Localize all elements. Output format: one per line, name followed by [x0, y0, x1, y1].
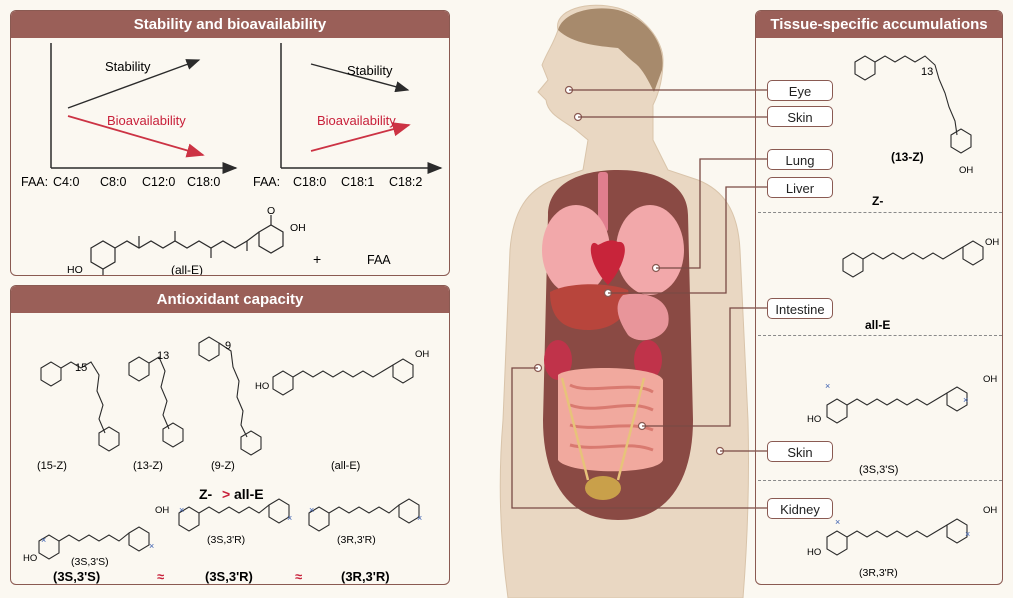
atom-oh-tissue3: OH [983, 374, 997, 385]
section-divider-3 [758, 480, 1002, 481]
antioxidant-structures: × × × × × × 15 13 9 OH HO (15-Z) (13-Z) … [23, 336, 429, 584]
stereo1-small-label: (3S,3'S) [71, 556, 109, 568]
stability-panel-title: Stability and bioavailability [11, 11, 449, 38]
comparison-symbol: > [222, 486, 230, 502]
approx-2: ≈ [295, 569, 302, 584]
left-tick-c8: C8:0 [100, 175, 126, 189]
svg-text:×: × [963, 395, 968, 405]
section-divider-1 [758, 212, 1002, 213]
tissue-panel: Tissue-specific accumulations [755, 10, 1003, 585]
organ-label-eye: Eye [767, 80, 833, 101]
tissue-3s3s-label: (3S,3'S) [859, 464, 898, 476]
human-body-illustration [499, 4, 750, 598]
right-tick-c18-1: C18:1 [341, 175, 374, 189]
atom-ho-tissue3: HO [807, 414, 821, 425]
stability-panel: Stability and bioavailability Stability … [10, 10, 450, 276]
left-stability-label: Stability [105, 59, 151, 74]
atom-oh-alle: OH [415, 349, 429, 360]
svg-text:×: × [825, 381, 830, 391]
atom-ho-left: HO [67, 264, 83, 276]
atom-oh-right: OH [290, 222, 306, 234]
organ-label-kidney: Kidney [767, 498, 833, 519]
organ-label-skin-lower: Skin [767, 441, 833, 462]
tissue-panel-title: Tissue-specific accumulations [756, 11, 1002, 38]
plus-sign: + [313, 251, 321, 267]
stereo2-small-label: (3S,3'R) [207, 534, 245, 546]
stereo3-small-label: (3R,3'R) [337, 534, 376, 546]
tissue-structures: × × × × 13 OH OH OH HO OH HO (13-Z) Z- a… [807, 55, 999, 579]
all-e-molecule-label: (all-E) [171, 263, 203, 276]
svg-text:×: × [835, 517, 840, 527]
organ-label-liver: Liver [767, 177, 833, 198]
section-divider-2 [758, 335, 1002, 336]
atom-oh-tissue4: OH [983, 505, 997, 516]
tissue-13z-label: (13-Z) [891, 150, 924, 164]
isomer-13z-label: (13-Z) [133, 460, 163, 472]
antioxidant-panel-title: Antioxidant capacity [11, 286, 449, 313]
stability-graphs: Stability Bioavailability FAA: C4:0 C8:0… [21, 43, 443, 276]
approx-1: ≈ [157, 569, 164, 584]
isomer-9z-number: 9 [225, 340, 231, 352]
right-stability-label: Stability [347, 63, 393, 78]
svg-text:×: × [179, 505, 184, 515]
right-stability-arrow [310, 63, 410, 93]
atom-ho-stereo1: HO [23, 553, 37, 564]
left-bioavailability-arrow [67, 115, 205, 158]
organ-label-lung: Lung [767, 149, 833, 170]
organ-label-skin-upper: Skin [767, 106, 833, 127]
atom-oh-tissue2: OH [985, 237, 999, 248]
left-tick-c18: C18:0 [187, 175, 220, 189]
bladder [585, 476, 621, 500]
isomer-15z-label: (15-Z) [37, 460, 67, 472]
right-tick-c18-0: C18:0 [293, 175, 326, 189]
tissue-3r3r-label: (3R,3'R) [859, 567, 898, 579]
organ-label-intestine: Intestine [767, 298, 833, 319]
isomer-13z-number: 13 [157, 350, 169, 362]
left-tick-c12: C12:0 [142, 175, 175, 189]
tissue-alle-caption: all-E [865, 318, 890, 332]
right-bioavailability-arrow [310, 122, 411, 152]
isomer-15z-number: 15 [75, 362, 87, 374]
svg-text:×: × [149, 541, 154, 551]
stereo2-big-label: (3S,3'R) [205, 569, 253, 584]
comparison-z: Z- [199, 486, 213, 502]
atom-oh-tissue1: OH [959, 165, 973, 176]
atom-ho-tissue4: HO [807, 547, 821, 558]
right-lung [616, 205, 684, 295]
stereo1-big-label: (3S,3'S) [53, 569, 100, 584]
tissue-z-caption: Z- [872, 194, 883, 208]
hair [558, 8, 663, 92]
left-bioavailability-label: Bioavailability [107, 113, 186, 128]
right-faa-label: FAA: [253, 175, 280, 189]
isomer-9z-label: (9-Z) [211, 460, 235, 472]
left-lung [542, 205, 610, 295]
atom-oh-stereo1: OH [155, 505, 169, 516]
left-tick-c4: C4:0 [53, 175, 79, 189]
atom-ho-alle: HO [255, 381, 269, 392]
tissue-13z-number: 13 [921, 66, 933, 78]
stereo-marker: × [41, 535, 46, 545]
isomer-alle-label: (all-E) [331, 460, 360, 472]
svg-text:×: × [287, 513, 292, 523]
svg-text:×: × [309, 505, 314, 515]
atom-o-right: O [267, 205, 275, 217]
antioxidant-panel: Antioxidant capacity [10, 285, 450, 585]
comparison-alle: all-E [234, 486, 264, 502]
right-bioavailability-label: Bioavailability [317, 113, 396, 128]
astaxanthin-all-e-structure [90, 215, 284, 275]
svg-text:×: × [417, 513, 422, 523]
left-faa-label: FAA: [21, 175, 48, 189]
left-stability-arrow [67, 59, 201, 109]
stereo3-big-label: (3R,3'R) [341, 569, 390, 584]
svg-text:×: × [965, 529, 970, 539]
right-tick-c18-2: C18:2 [389, 175, 422, 189]
faa-label: FAA [367, 253, 391, 267]
trachea [598, 172, 608, 232]
